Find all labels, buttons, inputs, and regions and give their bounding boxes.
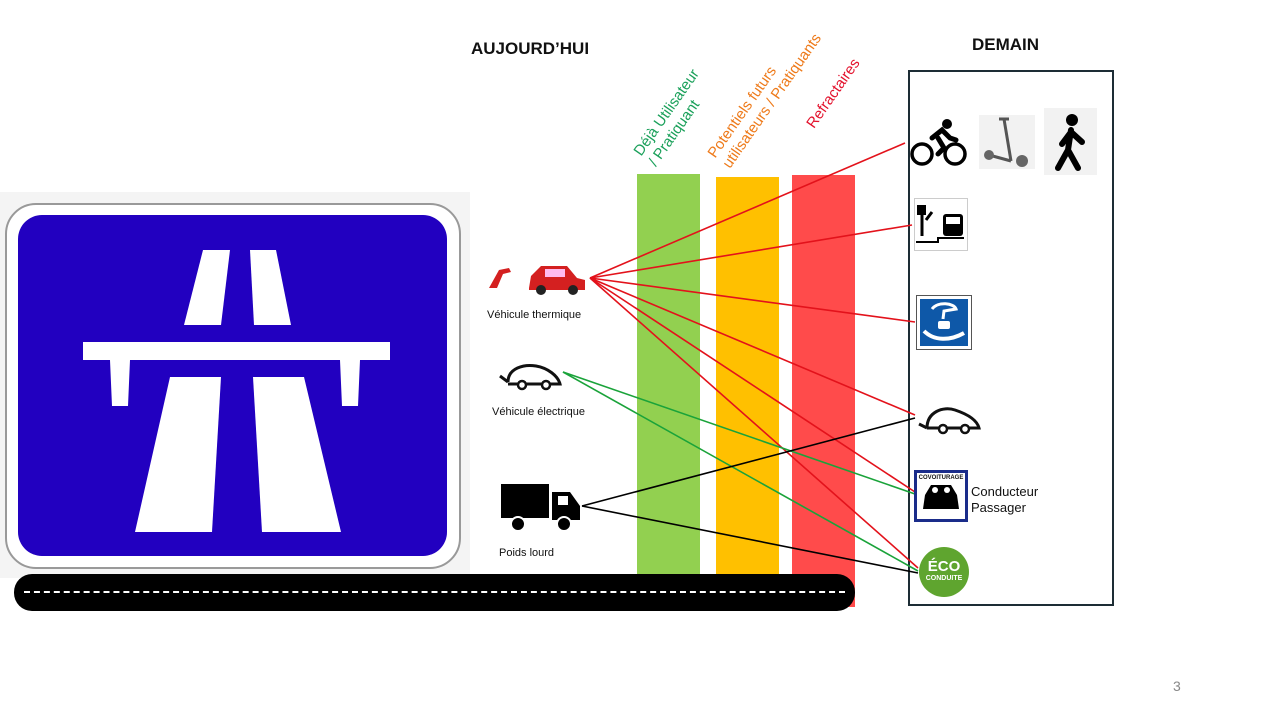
heading-tomorrow: DEMAIN <box>972 35 1040 54</box>
bar-potential-users <box>716 177 779 576</box>
category-label-refractory: Refractaires <box>803 55 864 132</box>
eco-driving-badge-icon: ÉCO CONDUITE <box>919 547 969 597</box>
bus-stop-icon <box>914 198 968 251</box>
thermal-car-label: Véhicule thermique <box>487 309 582 321</box>
motorway-sign-icon <box>0 192 470 578</box>
carpool-driver-label: Conducteur <box>971 484 1039 499</box>
carpool-sign-icon: COVOITURAGE <box>914 470 968 522</box>
road-center-line <box>24 591 845 593</box>
heading-today: AUJOURD’HUI <box>471 39 590 58</box>
carpool-passenger-label: Passager <box>971 500 1026 515</box>
thermal-car-icon <box>489 266 585 295</box>
car-rental-sign-icon <box>916 295 972 350</box>
bar-refractory <box>792 175 855 607</box>
category-label-already: Déjà Utilisateur / Pratiquant <box>631 66 719 170</box>
bar-already-users <box>637 174 700 576</box>
category-line: utilisateurs / Pratiquants <box>719 30 825 172</box>
eco-badge-line2: CONDUITE <box>925 575 963 582</box>
carpool-sign-text: COVOITURAGE <box>918 475 964 481</box>
scooter-icon <box>979 115 1035 169</box>
bicycle-icon <box>910 119 967 166</box>
page-number: 3 <box>1173 678 1181 694</box>
truck-label: Poids lourd <box>499 547 555 559</box>
category-label-potential: Potentiels futurs utilisateurs / Pratiqu… <box>705 20 826 172</box>
carpool-label: Conducteur Passager <box>971 484 1038 516</box>
category-line: Potentiels futurs <box>704 63 781 162</box>
road <box>14 574 855 611</box>
pedestrian-icon <box>1044 108 1097 175</box>
category-line: Refractaires <box>803 55 864 132</box>
car-front-icon <box>923 485 959 509</box>
eco-badge-line1: ÉCO <box>927 558 961 575</box>
electric-car-label: Véhicule électrique <box>492 406 585 418</box>
electric-car-icon <box>918 407 981 435</box>
electric-car-icon <box>499 364 562 391</box>
truck-icon <box>501 484 580 532</box>
